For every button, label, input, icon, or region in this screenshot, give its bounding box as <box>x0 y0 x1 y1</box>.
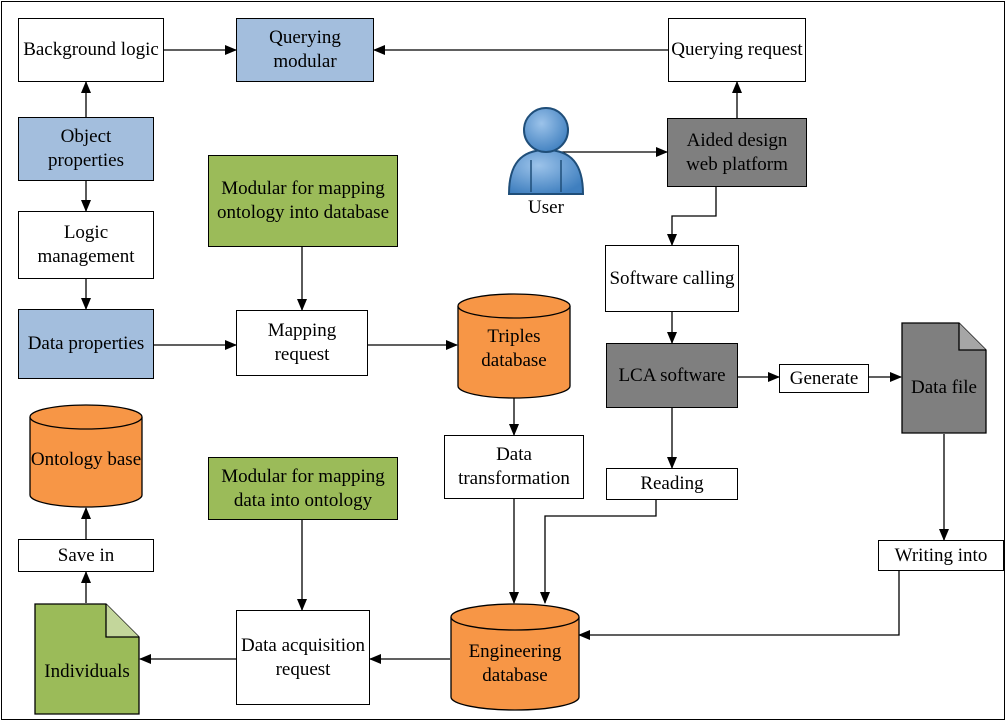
lca-software-box: LCA software <box>606 343 738 408</box>
logic-management-box: Logic management <box>18 211 154 279</box>
document-icon <box>901 322 987 434</box>
engineering-database-cylinder: Engineering database <box>450 603 580 711</box>
data-file-document: Data file <box>901 322 987 434</box>
data-transformation-box: Data transformation <box>444 435 584 499</box>
individuals-label: Individuals <box>44 661 130 682</box>
triples-database-cylinder: Triples database <box>457 293 571 399</box>
aided-design-web-platform-box: Aided design web platform <box>667 118 807 187</box>
database-icon <box>457 293 571 399</box>
object-properties-box: Object properties <box>18 117 154 181</box>
modular-mapping-ontology-database-box: Modular for mapping ontology into databa… <box>208 155 398 247</box>
database-icon <box>450 603 580 711</box>
data-file-label: Data file <box>911 377 977 398</box>
user-icon <box>507 107 585 195</box>
document-icon <box>34 603 140 715</box>
user-actor: User <box>503 104 589 220</box>
individuals-document: Individuals <box>34 603 140 715</box>
background-logic-box: Background logic <box>18 18 164 82</box>
user-label: User <box>528 197 564 218</box>
generate-box: Generate <box>779 364 869 393</box>
modular-mapping-data-ontology-box: Modular for mapping data into ontology <box>208 457 398 520</box>
writing-into-box: Writing into <box>878 540 1004 571</box>
data-properties-box: Data properties <box>18 309 154 379</box>
data-acquisition-request-box: Data acquisition request <box>236 610 370 705</box>
triples-database-label: Triples database <box>481 326 547 371</box>
software-calling-box: Software calling <box>605 245 739 312</box>
mapping-request-box: Mapping request <box>236 310 368 376</box>
reading-box: Reading <box>606 468 738 500</box>
ontology-base-label: Ontology base <box>30 449 142 470</box>
database-icon <box>29 404 143 508</box>
ontology-base-cylinder: Ontology base <box>29 404 143 508</box>
querying-request-box: Querying request <box>668 18 806 82</box>
save-in-box: Save in <box>18 539 154 572</box>
querying-modular-box: Querying modular <box>236 18 374 82</box>
engineering-database-label: Engineering database <box>468 641 562 686</box>
